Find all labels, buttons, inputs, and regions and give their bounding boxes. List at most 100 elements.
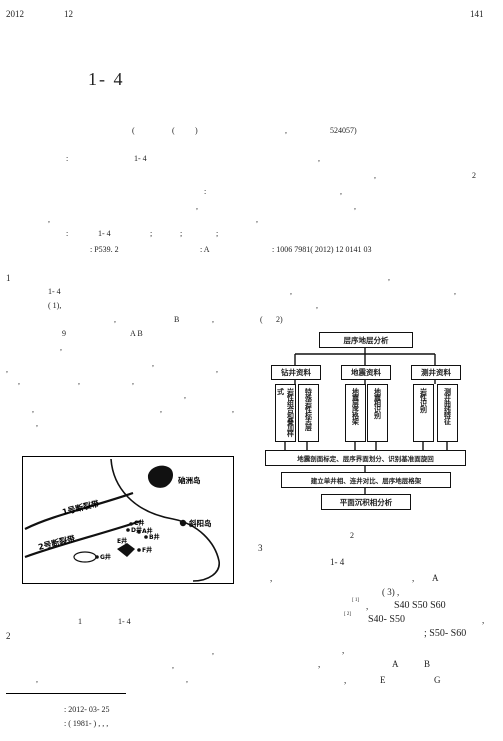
- body-text: B: [174, 315, 180, 324]
- body-text: ,: [342, 645, 345, 655]
- flow-node-v5-text: 岩性识别: [419, 388, 428, 412]
- body-text: (: [260, 315, 263, 324]
- coastline: [110, 458, 220, 582]
- flow-node-row2: 建立单井相、连井对比、层序地层格架: [281, 472, 451, 488]
- keywords-label: :: [66, 229, 69, 238]
- body-text: ,: [36, 419, 38, 428]
- flow-node-logging: 测井资料: [411, 365, 461, 380]
- sequence-range: S40- S50: [368, 614, 405, 625]
- body-text: ,: [132, 377, 134, 386]
- abstract-label: :: [66, 154, 69, 163]
- label-fault-1: 1号断裂带: [61, 498, 100, 517]
- body-text: ,: [212, 315, 214, 324]
- flow-node-v4: 地震相识别: [367, 384, 388, 442]
- label-well-b: B井: [149, 533, 160, 541]
- body-text: ,: [318, 659, 321, 669]
- section-3-heading: 3: [258, 543, 263, 553]
- body-text: G: [434, 675, 441, 685]
- well-b: [144, 535, 148, 539]
- body-text: ,: [18, 377, 20, 386]
- abstract-punct: ,: [374, 171, 376, 180]
- sequence-range: ; S50- S60: [424, 628, 467, 639]
- body-text: ,: [366, 601, 369, 611]
- body-text: ,: [32, 405, 34, 414]
- body-text: ,: [78, 377, 80, 386]
- body-text: ,: [114, 315, 116, 324]
- body-text: E: [380, 675, 386, 685]
- abstract-punct: ,: [340, 187, 342, 196]
- figure-1-caption-number: 1: [78, 617, 82, 626]
- body-text: ,: [232, 405, 234, 414]
- clc-number: : P539. 2: [90, 245, 119, 254]
- body-text: ,: [482, 615, 485, 625]
- label-well-d: D井: [131, 526, 142, 534]
- label-well-c: C井: [134, 519, 144, 527]
- well-d: [126, 528, 130, 532]
- abstract-punct: ,: [318, 154, 320, 163]
- flow-node-v3: 地震层序格架: [345, 384, 366, 442]
- label-island-2: 斜阳岛: [188, 518, 212, 528]
- well-f: [137, 548, 141, 552]
- body-text: ,: [36, 675, 38, 684]
- abstract-punct: ,: [256, 215, 258, 224]
- body-text: ( 1),: [48, 301, 62, 310]
- body-text: ,: [152, 359, 154, 368]
- label-well-e: E井: [117, 537, 127, 545]
- citation-2: [ 2]: [344, 612, 352, 617]
- body-text: ,: [216, 365, 218, 374]
- keyword-sep: ;: [150, 229, 153, 238]
- body-text: 1- 4: [330, 557, 345, 567]
- body-text: 1- 4: [48, 287, 61, 296]
- abstract-punct: :: [204, 187, 207, 196]
- footnote-author: : ( 1981- ) , , ,: [64, 719, 109, 728]
- label-well-g: G井: [100, 553, 111, 561]
- label-island-1: 硇洲岛: [178, 475, 201, 485]
- flow-node-v5: 岩性识别: [413, 384, 434, 442]
- affiliation-postcode: 524057): [330, 126, 357, 135]
- body-text: ,: [344, 675, 347, 685]
- well-g-outline: [73, 551, 97, 563]
- body-text: 2): [276, 315, 283, 324]
- figure-1-map: 硇洲岛 斜阳岛 1号断裂带 2号断裂带 C井 D井 A井 B井 E井 F井 G井: [22, 456, 234, 584]
- body-text: B: [424, 659, 431, 669]
- flow-node-drilling: 钻井资料: [271, 365, 321, 380]
- footnote-received: : 2012- 03- 25: [64, 705, 110, 714]
- keyword-sep: ;: [216, 229, 219, 238]
- sequence-labels: S40 S50 S60: [394, 600, 446, 611]
- map-drawing: 硇洲岛 斜阳岛 1号断裂带 2号断裂带 C井 D井 A井 B井 E井 F井 G井: [24, 458, 220, 582]
- affiliation-paren-3: ): [195, 126, 198, 135]
- affiliation-paren-2: (: [172, 126, 175, 135]
- header-year: 2012: [6, 9, 24, 19]
- body-text: ,: [212, 647, 214, 656]
- well-c: [129, 522, 133, 526]
- figure-1-caption: 1- 4: [118, 617, 131, 626]
- flow-node-v1: 岩性组合和叠加样式: [275, 384, 296, 442]
- flow-node-v6-text: 测井曲线特征: [443, 388, 452, 424]
- header-issue: 12: [64, 9, 73, 19]
- citation-1: [ 1]: [352, 598, 360, 603]
- header-page-number: 141: [470, 9, 484, 19]
- body-text: ,: [60, 343, 62, 352]
- body-text: A: [392, 659, 399, 669]
- fault-line-2: [24, 519, 142, 559]
- fault-line-1: [24, 491, 134, 530]
- keyword-sep: ;: [180, 229, 183, 238]
- flow-node-v2-text: 特殊岩性标志层: [304, 388, 313, 430]
- abstract-number: 2: [472, 171, 476, 180]
- footnote-rule: [6, 693, 126, 694]
- body-text: ,: [316, 301, 318, 310]
- body-text: ,: [172, 661, 174, 670]
- body-text: A: [432, 573, 439, 583]
- well-cluster-ef: [117, 543, 135, 557]
- body-text: ,: [412, 573, 415, 583]
- island-xieyang: [179, 519, 187, 527]
- section-2-heading: 2: [6, 631, 11, 641]
- island-naozhou: [147, 465, 173, 488]
- affiliation-paren-1: (: [132, 126, 135, 135]
- label-fault-2: 2号断裂带: [37, 533, 76, 552]
- body-text: ,: [186, 675, 188, 684]
- label-well-a: A井: [142, 527, 153, 535]
- keyword-1: 1- 4: [98, 229, 111, 238]
- body-text: 9: [62, 329, 66, 338]
- well-g: [95, 555, 99, 559]
